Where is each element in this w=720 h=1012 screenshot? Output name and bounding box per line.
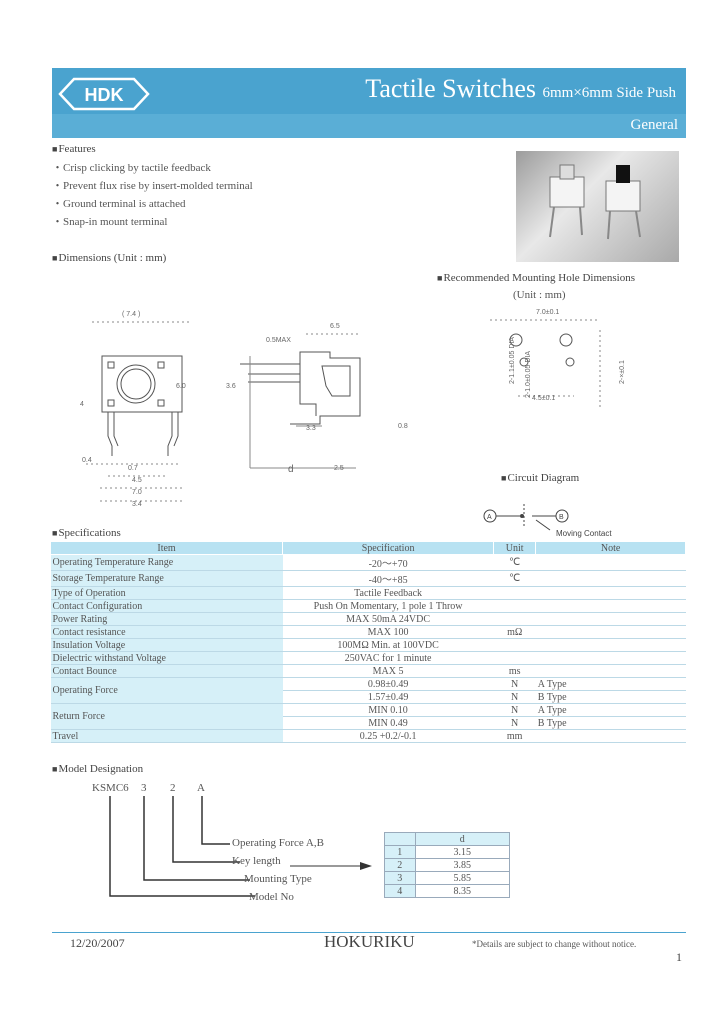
model-part-key: 2 <box>170 782 176 794</box>
svg-text:4.5±0.1: 4.5±0.1 <box>532 395 555 402</box>
specifications-table: Item Specification Unit Note Operating T… <box>49 541 686 743</box>
svg-text:6.5: 6.5 <box>330 323 340 330</box>
feature-item: ・Prevent flux rise by insert-molded term… <box>52 180 253 192</box>
product-photo <box>516 151 679 262</box>
circuit-diagram: A B Moving Contact <box>483 504 612 538</box>
table-header: Item Specification Unit Note <box>49 541 686 555</box>
features-list: ・Crisp clicking by tactile feedback ・Pre… <box>52 159 253 231</box>
model-leader-lines <box>109 796 372 897</box>
specifications-heading: Specifications <box>52 527 120 539</box>
mounting-heading: Recommended Mounting Hole Dimensions <box>437 272 635 284</box>
svg-text:0.4: 0.4 <box>82 457 92 464</box>
circuit-heading: Circuit Diagram <box>501 472 579 484</box>
svg-text:7.0±0.1: 7.0±0.1 <box>536 309 559 316</box>
col-specification: Specification <box>282 541 495 555</box>
svg-text:( 7.4 ): ( 7.4 ) <box>122 311 140 318</box>
svg-text:Moving Contact: Moving Contact <box>556 529 612 538</box>
mounting-unit: (Unit : mm) <box>513 289 566 301</box>
svg-text:d: d <box>288 464 294 475</box>
features-heading: Features <box>52 143 95 155</box>
svg-text:4: 4 <box>80 401 84 408</box>
col-note: Note <box>535 541 686 555</box>
svg-text:4.5: 4.5 <box>132 477 142 484</box>
label-operating-force: Operating Force A,B <box>232 837 324 849</box>
svg-text:3.3: 3.3 <box>306 425 316 432</box>
svg-text:2.5: 2.5 <box>334 465 344 472</box>
label-mounting-type: Mounting Type <box>244 873 312 885</box>
subtitle-bar: General <box>52 114 686 138</box>
svg-text:3.6: 3.6 <box>226 383 236 390</box>
svg-text:3.4: 3.4 <box>132 501 142 508</box>
footer-note: *Details are subject to change without n… <box>472 939 637 949</box>
svg-text:0.5MAX: 0.5MAX <box>266 337 291 344</box>
table-row: Storage Temperature Range-40～+85℃ <box>50 570 686 587</box>
page-title: Tactile Switches 6mm×6mm Side Push <box>365 74 676 103</box>
dimensions-heading: Dimensions (Unit : mm) <box>52 252 166 264</box>
svg-text:2-1.1±0.05 DIA: 2-1.1±0.05 DIA <box>509 337 516 384</box>
model-part-mounting: 3 <box>141 782 147 794</box>
svg-text:2-1.0±0.05 DIA: 2-1.0±0.05 DIA <box>525 351 532 398</box>
footer-date: 12/20/2007 <box>70 936 125 950</box>
model-part-force: A <box>197 782 205 794</box>
col-item: Item <box>49 541 284 555</box>
label-model-no: Model No <box>249 891 294 903</box>
col-unit: Unit <box>493 541 537 555</box>
model-part-base: KSMC6 <box>92 782 129 794</box>
feature-item: ・Ground terminal is attached <box>52 198 186 210</box>
hdk-logo: HDK <box>58 77 150 111</box>
mounting-hole-drawing: 7.0±0.1 4.5±0.1 2-1.1±0.05 DIA 2-1.0±0.0… <box>490 309 626 410</box>
dimension-drawing: ( 7.4 ) 6.0 4 0.4 0.7 4.5 7.0 3.4 6.5 0.… <box>80 311 408 508</box>
subtitle: General <box>630 117 678 133</box>
svg-text:0.7: 0.7 <box>128 465 138 472</box>
svg-text:0.8: 0.8 <box>398 423 408 430</box>
svg-text:A: A <box>487 514 492 521</box>
feature-item: ・Crisp clicking by tactile feedback <box>52 162 211 174</box>
footer-divider <box>52 932 686 933</box>
svg-text:7.0: 7.0 <box>132 489 142 496</box>
svg-text:B: B <box>559 514 564 521</box>
col-d: d <box>414 832 511 846</box>
label-key-length: Key length <box>232 855 281 867</box>
table-row: Operating Temperature Range-20～+70℃ <box>50 554 686 571</box>
model-heading: Model Designation <box>52 763 143 775</box>
title-banner: HDK Tactile Switches 6mm×6mm Side Push <box>52 68 686 120</box>
svg-text:6.0: 6.0 <box>176 383 186 390</box>
footer-company: HOKURIKU <box>324 932 415 951</box>
page-number: 1 <box>676 950 682 964</box>
feature-item: ・Snap-in mount terminal <box>52 216 168 228</box>
svg-text:HDK: HDK <box>85 85 124 105</box>
svg-text:2-×±0.1: 2-×±0.1 <box>619 360 626 384</box>
